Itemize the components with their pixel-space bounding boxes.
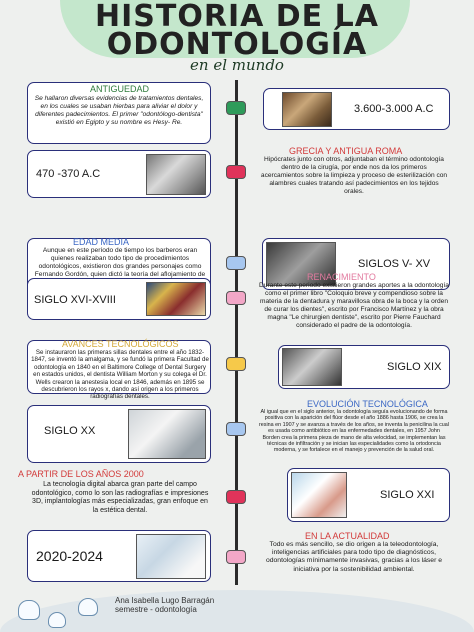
actualidad-label: EN LA ACTUALIDAD <box>305 531 390 541</box>
anios2000-node <box>226 490 246 504</box>
grecia-year: 470 -370 A.C <box>36 168 101 180</box>
anios2000-year-box: SIGLO XXI <box>287 468 450 522</box>
tooth-icon <box>18 600 40 620</box>
page-title-line2: ODONTOLOGÍA <box>106 27 368 62</box>
evolucion-node <box>226 422 246 436</box>
grecia-text: Hipócrates junto con otros, adjuntaban e… <box>260 156 448 195</box>
edad-media-year: SIGLOS V- XV <box>358 258 431 270</box>
anios2000-text-box: A PARTIR DE LOS AÑOS 2000 La tecnología … <box>18 469 211 526</box>
edad-media-node <box>226 256 246 270</box>
renacimiento-year-box: SIGLO XVI-XVIII <box>27 278 211 320</box>
footer-semester: semestre - odontología <box>115 605 197 614</box>
renacimiento-node <box>226 291 246 305</box>
actualidad-year: 2020-2024 <box>36 548 103 564</box>
actualidad-text-box: EN LA ACTUALIDAD Todo es más sencillo, s… <box>256 530 450 582</box>
edad-media-year-box: SIGLOS V- XV <box>262 238 450 290</box>
anios2000-text: La tecnología digital abarca gran parte … <box>31 481 209 514</box>
antiguedad-text: Se hallaron diversas evidencias de trata… <box>34 95 204 126</box>
edad-media-label: EDAD MEDIA <box>73 237 130 247</box>
anios2000-label: A PARTIR DE LOS AÑOS 2000 <box>18 469 144 479</box>
dental-implant-image <box>291 472 347 518</box>
renaissance-manuscript-image <box>146 282 206 316</box>
evolucion-year-box: SIGLO XX <box>27 405 211 463</box>
actualidad-node <box>226 550 246 564</box>
title-background-blob <box>60 0 410 58</box>
evolucion-year: SIGLO XX <box>44 425 96 437</box>
actualidad-text: Todo es más sencillo, se dio origen a la… <box>265 541 443 573</box>
renacimiento-year: SIGLO XVI-XVIII <box>34 294 116 306</box>
grecia-text-box: GRECIA Y ANTIGUA ROMA Hipócrates junto c… <box>256 145 450 230</box>
antiguedad-year-box: 3.600-3.000 A.C <box>263 88 450 130</box>
avances-node <box>226 357 246 371</box>
medieval-barber-image <box>266 242 336 286</box>
actualidad-year-box: 2020-2024 <box>27 530 211 582</box>
antiguedad-text-box: ANTIGUEDAD Se hallaron diversas evidenci… <box>27 82 211 144</box>
renacimiento-text: Durante este periodo existieron grandes … <box>259 282 449 329</box>
antiguedad-label: ANTIGUEDAD <box>90 84 150 94</box>
avances-text: Se instauraron las primeras sillas denta… <box>31 349 209 401</box>
antiguedad-node <box>226 101 246 115</box>
avances-label: AVANCES TECNOLÓGICOS <box>62 339 179 349</box>
evolucion-text-box: EVOLUCIÓN TECNOLÓGICA Al igual que en el… <box>256 398 450 468</box>
page-title-line1: HISTORIA DE LA <box>95 0 379 34</box>
grecia-label: GRECIA Y ANTIGUA ROMA <box>289 146 403 156</box>
footer-credits: Ana Isabella Lugo Barragán semestre - od… <box>115 596 214 614</box>
renacimiento-text-box: RENACIMIENTO Durante este periodo existi… <box>256 271 450 333</box>
grecia-node <box>226 165 246 179</box>
anios2000-year: SIGLO XXI <box>380 489 435 501</box>
dental-office-image <box>128 409 206 459</box>
ancient-surgery-image <box>146 154 206 195</box>
footer-author: Ana Isabella Lugo Barragán <box>115 596 215 605</box>
evolucion-label: EVOLUCIÓN TECNOLÓGICA <box>307 399 428 409</box>
avances-year-box: SIGLO XIX <box>278 345 450 389</box>
renacimiento-label: RENACIMIENTO <box>307 272 376 282</box>
evolucion-text: Al igual que en el siglo anterior, la od… <box>259 409 449 454</box>
dental-chair-image <box>282 348 342 386</box>
tooth-icon <box>48 612 66 628</box>
avances-year: SIGLO XIX <box>387 361 442 373</box>
egyptian-relief-image <box>282 92 332 127</box>
page-subtitle: en el mundo <box>190 56 284 74</box>
antiguedad-year: 3.600-3.000 A.C <box>354 103 434 115</box>
footer-wave <box>0 590 474 632</box>
tooth-icon <box>78 598 98 616</box>
avances-text-box: AVANCES TECNOLÓGICOS Se instauraron las … <box>27 339 211 400</box>
timeline-line <box>235 80 238 585</box>
modern-clinic-image <box>136 534 206 579</box>
grecia-year-box: 470 -370 A.C <box>27 150 211 198</box>
